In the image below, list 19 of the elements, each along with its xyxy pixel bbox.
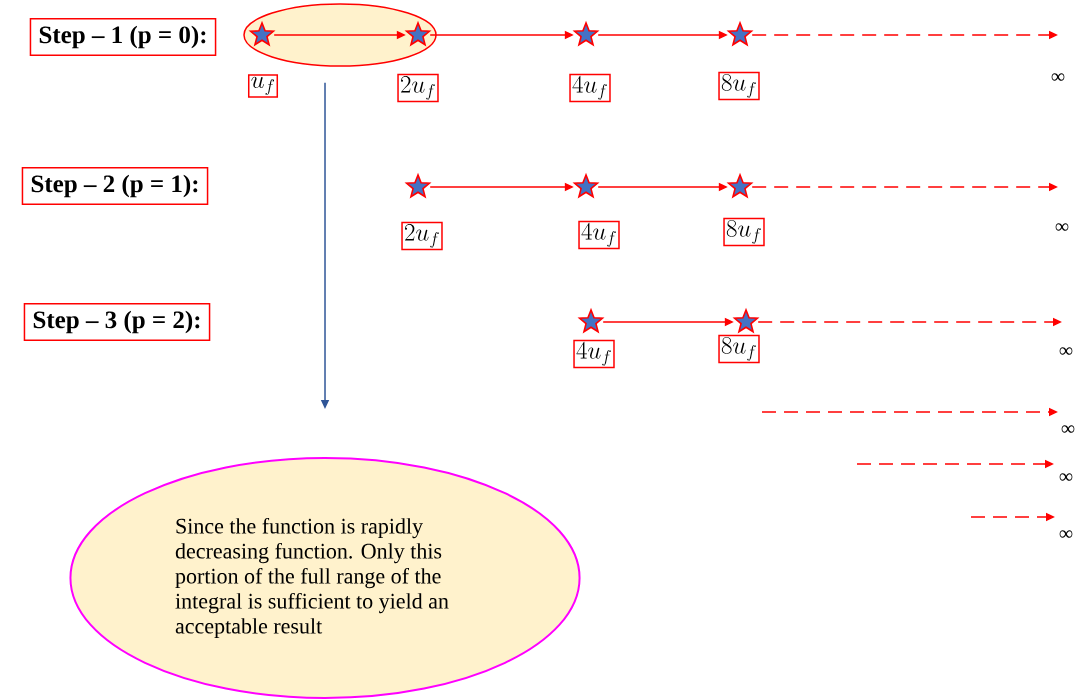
value-label: $4u_{f}$: [569, 73, 611, 103]
value-label: $2u_{f}$: [401, 221, 443, 251]
infinity-label: ∞: [1051, 73, 1065, 81]
value-label: $8u_{f}$: [718, 334, 760, 364]
value-label: $8u_{f}$: [718, 71, 760, 101]
highlight-ellipse: [243, 3, 437, 67]
value-label: $4u_{f}$: [573, 339, 615, 369]
value-label: $4u_{f}$: [578, 220, 620, 250]
infinity-label: ∞: [1059, 473, 1073, 481]
value-label: $8u_{f}$: [723, 217, 765, 247]
infinity-label: ∞: [1059, 530, 1073, 538]
step-label: Step – 2 (p = 1):: [21, 166, 209, 206]
value-label: $u_{f}$: [248, 74, 279, 98]
value-label: $2u_{f}$: [397, 73, 439, 103]
infinity-label: ∞: [1055, 223, 1069, 231]
step-label: Step – 3 (p = 2):: [23, 302, 211, 342]
infinity-label: ∞: [1059, 347, 1073, 355]
infinity-label: ∞: [1061, 425, 1075, 433]
step-label: Step – 1 (p = 0):: [29, 17, 217, 57]
